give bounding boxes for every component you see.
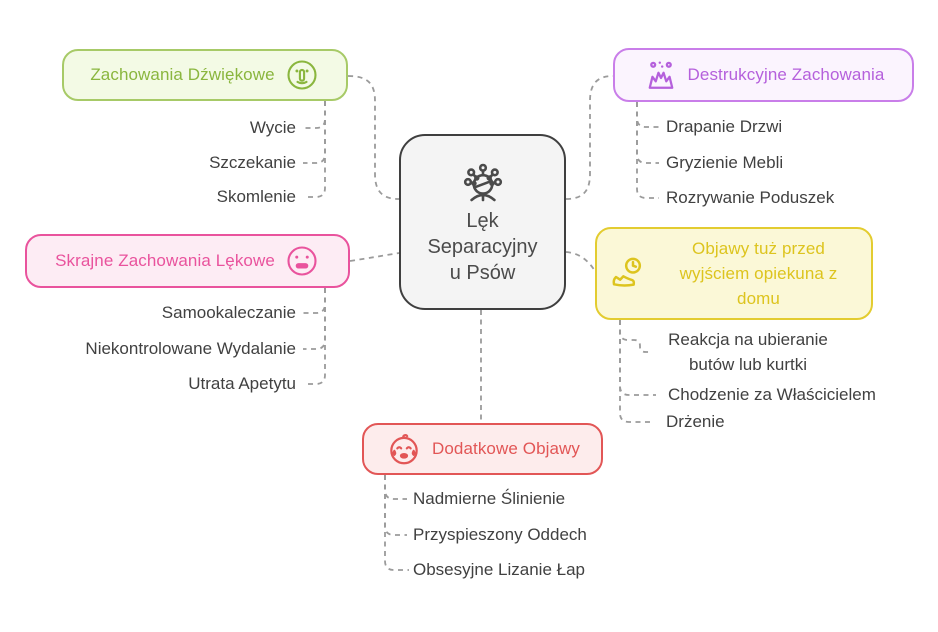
connector-center-to-predeparture (565, 251, 596, 272)
connector-center-to-extreme (349, 252, 400, 262)
shushing-face-icon (287, 60, 317, 90)
branch-label: Objawy tuż przed wyjściem opiekuna z dom… (679, 239, 838, 308)
list-item: Rozrywanie Poduszek (666, 188, 835, 207)
list-item: Nadmierne Ślinienie (413, 489, 566, 508)
list-item: Wycie (249, 118, 296, 137)
crying-baby-icon (390, 434, 418, 465)
person-network-icon (463, 163, 502, 202)
list-item: Obsesyjne Lizanie Łap (413, 560, 586, 579)
anguished-face-icon (287, 246, 317, 276)
list-item: Utrata Apetytu (188, 374, 296, 393)
list-item: Przyspieszony Oddech (413, 525, 587, 544)
branch-objawy-przed-wyjsciem: Objawy tuż przed wyjściem opiekuna z dom… (595, 227, 873, 320)
branch-label: Destrukcyjne Zachowania (687, 65, 885, 84)
branch-zachowania-dzwiekowe: Zachowania Dźwiękowe (62, 49, 348, 101)
branch-skrajne-zachowania-lekowe: Skrajne Zachowania Lękowe (25, 234, 350, 288)
list-item: Drapanie Drzwi (666, 117, 783, 136)
list-item: Samookaleczanie (161, 303, 296, 322)
branch-label: Dodatkowe Objawy (431, 439, 581, 458)
center-title: Lęk Separacyjny u Psów (427, 210, 538, 284)
shoe-and-clock-icon (612, 257, 642, 287)
list-item: Szczekanie (209, 153, 296, 172)
list-item: Gryzienie Mebli (666, 153, 784, 172)
list-item: Niekontrolowane Wydalanie (85, 339, 296, 358)
branch-destrukcyjne-zachowania: Destrukcyjne Zachowania (613, 48, 914, 102)
center-node: Lęk Separacyjny u Psów (399, 134, 566, 310)
branch-label: Zachowania Dźwiękowe (90, 65, 275, 84)
list-item: Drżenie (666, 412, 725, 431)
branch-label: Skrajne Zachowania Lękowe (55, 251, 275, 270)
explosion-icon (648, 61, 673, 89)
list-item: Reakcja na ubieranie butów lub kurtki (668, 330, 828, 374)
connector-center-to-sound (347, 75, 400, 200)
list-item: Chodzenie za Właścicielem (668, 385, 876, 404)
branch-dodatkowe-objawy: Dodatkowe Objawy (362, 423, 603, 475)
connector-center-to-destructive (565, 75, 614, 200)
list-item: Skomlenie (216, 187, 296, 206)
